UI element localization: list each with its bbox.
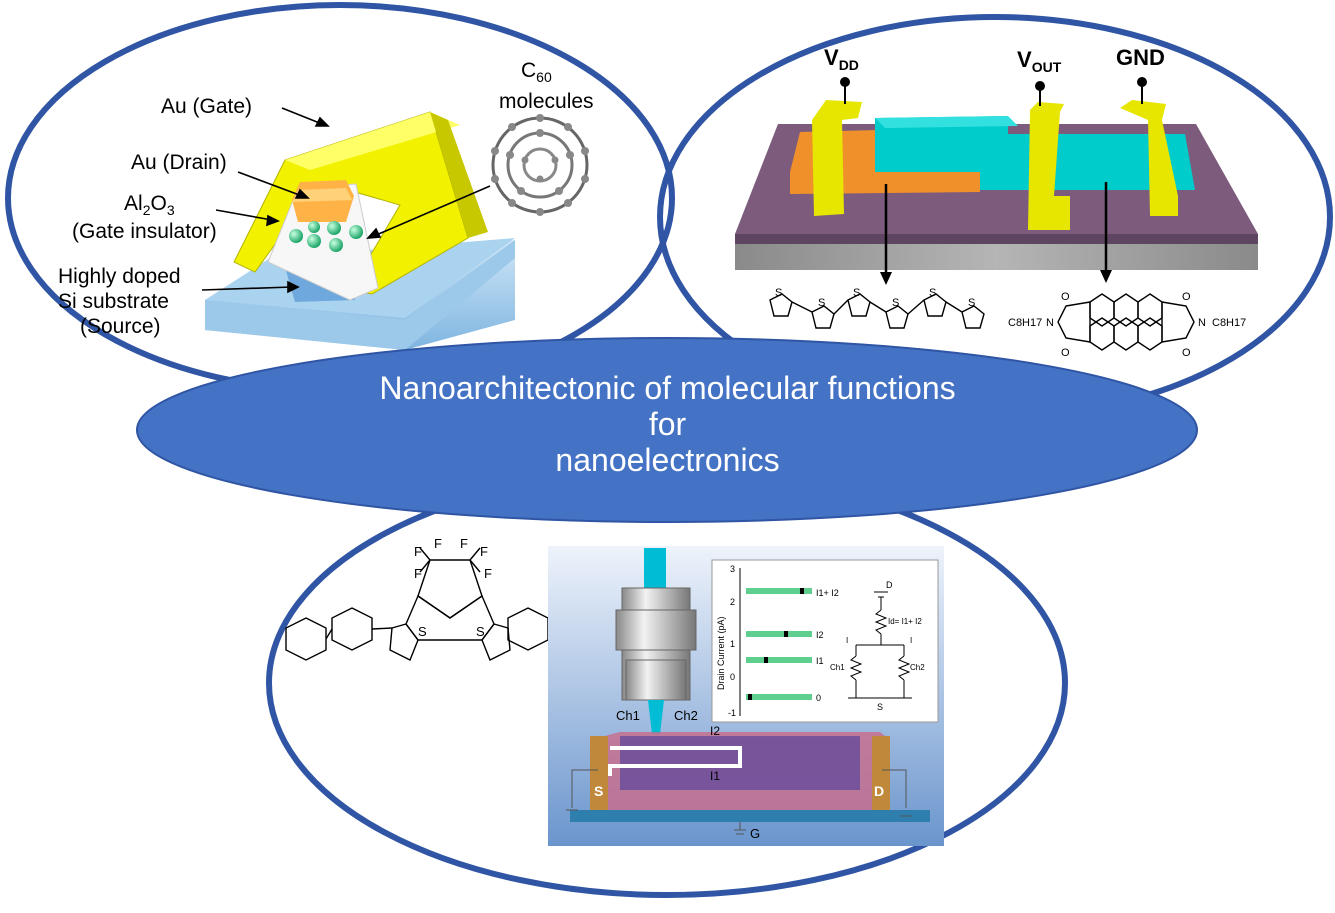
ytick-2: 2 <box>730 597 735 607</box>
svg-text:O: O <box>1182 291 1191 303</box>
title-line-2: for <box>648 406 687 442</box>
gate-terminal-label: G <box>750 826 760 841</box>
ptcdi-structure <box>1057 293 1195 351</box>
vout-label: VOUT <box>1017 47 1062 75</box>
svg-text:N: N <box>1046 317 1054 329</box>
svg-text:S: S <box>892 297 899 309</box>
vertical-transistor-diagram <box>205 111 515 350</box>
svg-text:S: S <box>476 624 485 639</box>
svg-text:S: S <box>775 287 782 299</box>
svg-text:O: O <box>1061 291 1070 303</box>
title-line-3: nanoelectronics <box>555 442 780 478</box>
vdd-label: VDD <box>824 45 859 73</box>
svg-text:F: F <box>414 566 422 581</box>
ytick-1: 1 <box>730 639 735 649</box>
ytick-neg1: -1 <box>728 708 736 718</box>
ch1-label: Ch1 <box>616 708 640 723</box>
svg-text:F: F <box>484 566 492 581</box>
gate-label: Au (Gate) <box>161 95 252 118</box>
source-label: S <box>594 783 603 799</box>
svg-text:Id= I1+ I2: Id= I1+ I2 <box>888 617 922 626</box>
svg-text:F: F <box>434 536 442 551</box>
svg-text:D: D <box>886 580 893 590</box>
svg-text:O: O <box>1182 347 1191 359</box>
ytick-3: 3 <box>730 564 735 574</box>
level-i2: I2 <box>816 630 824 640</box>
svg-text:N: N <box>1198 317 1206 329</box>
gnd-label: GND <box>1116 45 1165 70</box>
svg-text:S: S <box>877 702 883 712</box>
drain-terminal-label: D <box>874 783 884 799</box>
substrate-label-2: Si substrate <box>58 290 169 313</box>
svg-text:Ch2: Ch2 <box>910 663 925 672</box>
graph-ylabel: Drain Current (pA) <box>716 616 726 690</box>
alkyl-left-label: C8H17 <box>1008 317 1042 329</box>
svg-text:I: I <box>846 636 848 645</box>
insulator-label: (Gate insulator) <box>72 220 217 243</box>
svg-text:F: F <box>414 544 422 559</box>
svg-text:F: F <box>460 536 468 551</box>
ytick-0: 0 <box>730 672 735 682</box>
thiophene-s-labels: S S S S S S <box>775 287 975 309</box>
svg-text:I: I <box>910 636 912 645</box>
svg-text:Ch1: Ch1 <box>830 663 845 672</box>
svg-text:S: S <box>418 624 427 639</box>
svg-text:S: S <box>818 297 825 309</box>
ch2-label: Ch2 <box>674 708 698 723</box>
substrate-label-1: Highly doped <box>58 265 181 288</box>
c60-molecules-label: molecules <box>499 90 594 113</box>
svg-text:S: S <box>929 287 936 299</box>
central-title: Nanoarchitectonic of molecular functions… <box>150 370 1185 478</box>
inverter-device-diagram <box>735 77 1258 285</box>
left-arrows <box>201 107 491 294</box>
level-0: 0 <box>816 693 821 703</box>
c60-label: C60 <box>521 59 552 85</box>
sexithiophene-structure <box>769 293 985 329</box>
title-line-1: Nanoarchitectonic of molecular functions <box>379 370 956 406</box>
c60-molecule-icon <box>491 114 589 216</box>
i1-label: I1 <box>710 769 720 783</box>
level-i1: I1 <box>816 656 824 666</box>
i2-label: I2 <box>710 724 720 738</box>
svg-text:F: F <box>480 544 488 559</box>
substrate-label-3: (Source) <box>80 315 161 338</box>
drain-current-graph: Drain Current (pA) 3 2 1 0 -1 I1+ I2 I2 … <box>716 564 925 718</box>
svg-text:S: S <box>853 287 860 299</box>
diarylethene-labels: F F F F F F S S <box>414 536 492 639</box>
level-i1-i2: I1+ I2 <box>816 588 839 598</box>
drain-label: Au (Drain) <box>131 151 227 174</box>
alkyl-right-label: C8H17 <box>1212 317 1246 329</box>
svg-text:S: S <box>968 297 975 309</box>
ptcdi-labels: O O O O N N C8H17 C8H17 <box>1008 291 1246 359</box>
insulator-formula-label: Al2O3 <box>124 192 175 218</box>
center-ellipse <box>136 337 1198 523</box>
svg-text:O: O <box>1061 347 1070 359</box>
diarylethene-structure <box>285 547 593 671</box>
